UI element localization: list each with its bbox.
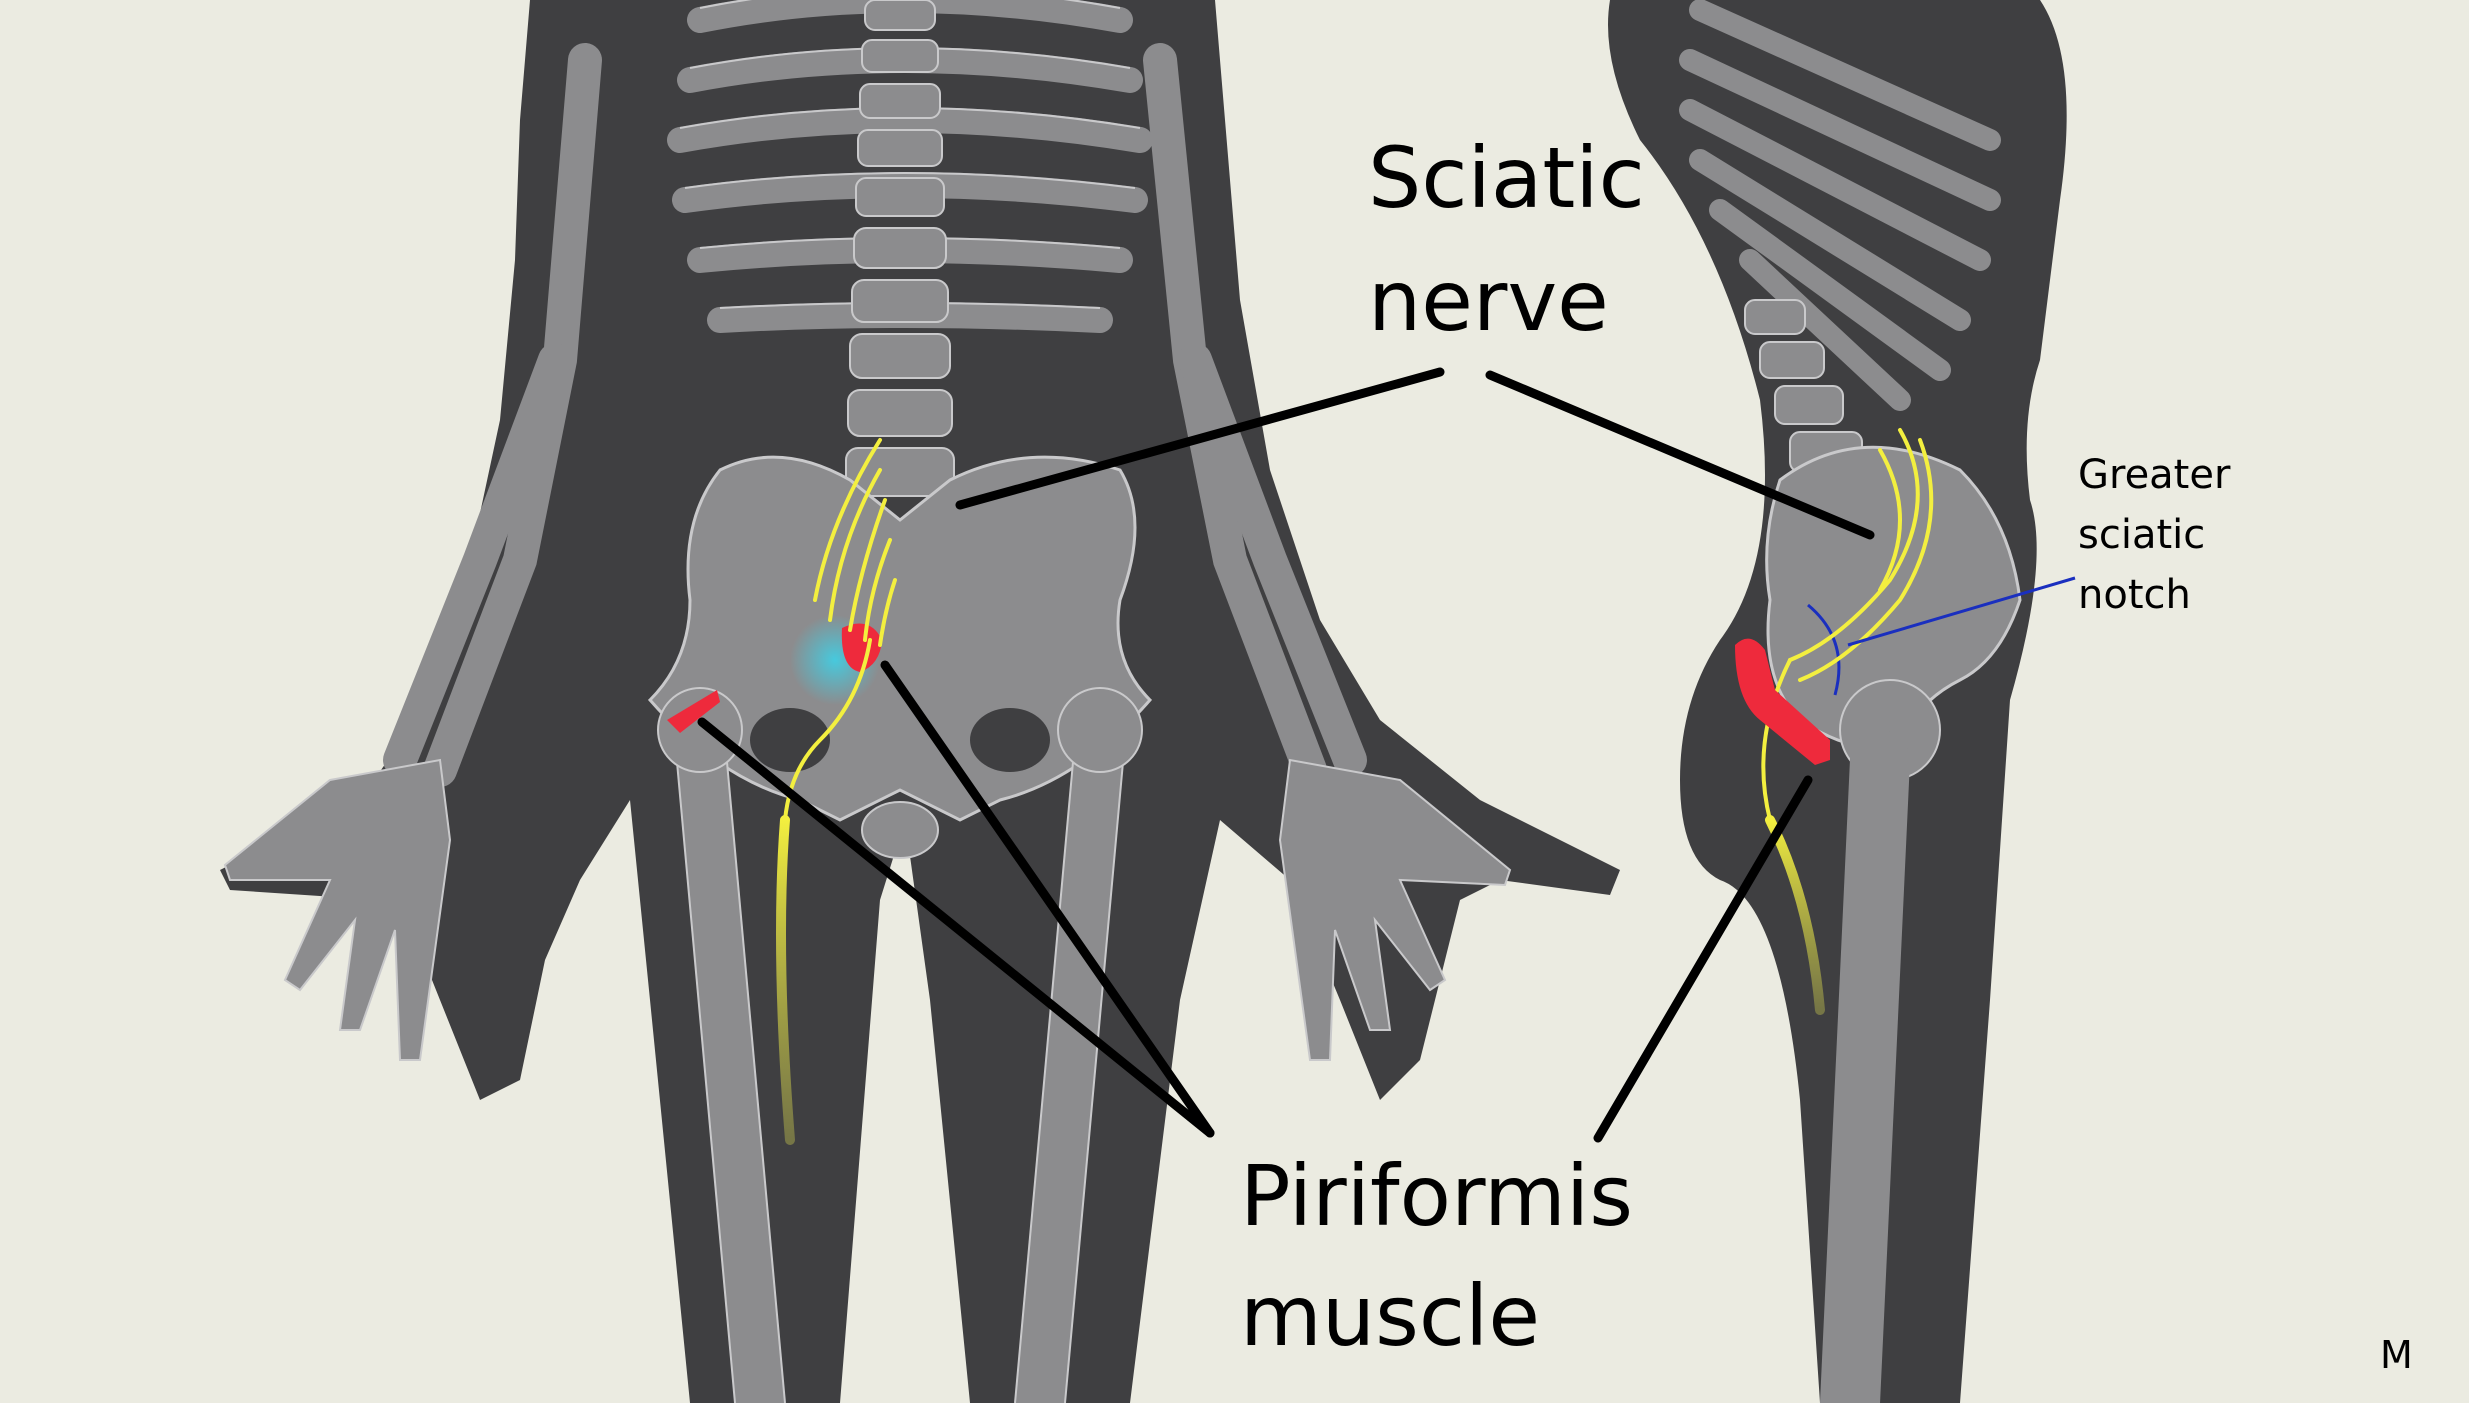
side-femur xyxy=(1820,730,1910,1403)
greater-sciatic-notch-marker xyxy=(1807,603,1841,696)
side-ribcage xyxy=(1679,0,2001,411)
front-leg-bones xyxy=(675,715,1125,1403)
piriformis-leader-front-2 xyxy=(880,660,1215,1138)
side-piriformis-muscle xyxy=(1735,638,1830,765)
front-leg-bone-outlines xyxy=(674,739,1126,1403)
front-sacral-gap xyxy=(861,801,939,859)
corner-mark: M xyxy=(2380,1333,2413,1377)
front-hands xyxy=(223,758,1512,1061)
front-muscle-mark-hip xyxy=(667,690,720,733)
notch-label-line1: Greater xyxy=(2078,452,2231,498)
front-spine xyxy=(845,0,955,497)
sciatic-leader-front xyxy=(955,367,1445,510)
piriformis-leader-side xyxy=(1593,775,1813,1143)
front-view-figure xyxy=(220,0,1620,1403)
sciatic-nerve-label: Sciatic nerve xyxy=(1368,129,1645,350)
piriformis-label-line2: muscle xyxy=(1240,1267,1540,1365)
side-sciatic-nerve-trunk xyxy=(1765,815,1825,1015)
front-piriformis-muscle xyxy=(841,623,882,672)
front-femoral-heads xyxy=(657,687,1143,773)
notch-label-line3: notch xyxy=(2078,572,2191,618)
front-arm-bones xyxy=(383,43,1367,787)
side-view-figure xyxy=(1608,0,2067,1403)
sciatic-leader-side xyxy=(1485,370,1875,540)
piriformis-leader-front-1 xyxy=(697,717,1215,1138)
leader-lines xyxy=(697,367,1875,1143)
front-pelvis-left-foramen xyxy=(750,708,830,772)
front-sciatic-nerve-trunk xyxy=(776,815,795,1145)
greater-sciatic-notch-label: Greater sciatic notch xyxy=(2078,452,2231,618)
notch-leader xyxy=(1847,576,2076,647)
piriformis-label-line1: Piriformis xyxy=(1240,1147,1633,1245)
notch-label-line2: sciatic xyxy=(2078,512,2205,558)
sciatic-label-line1: Sciatic xyxy=(1368,129,1645,227)
piriformis-muscle-label: Piriformis muscle xyxy=(1240,1147,1633,1365)
front-pelvis-right-foramen xyxy=(970,708,1050,772)
side-sciatic-nerve xyxy=(1761,428,1934,822)
sciatic-label-line2: nerve xyxy=(1368,252,1609,350)
